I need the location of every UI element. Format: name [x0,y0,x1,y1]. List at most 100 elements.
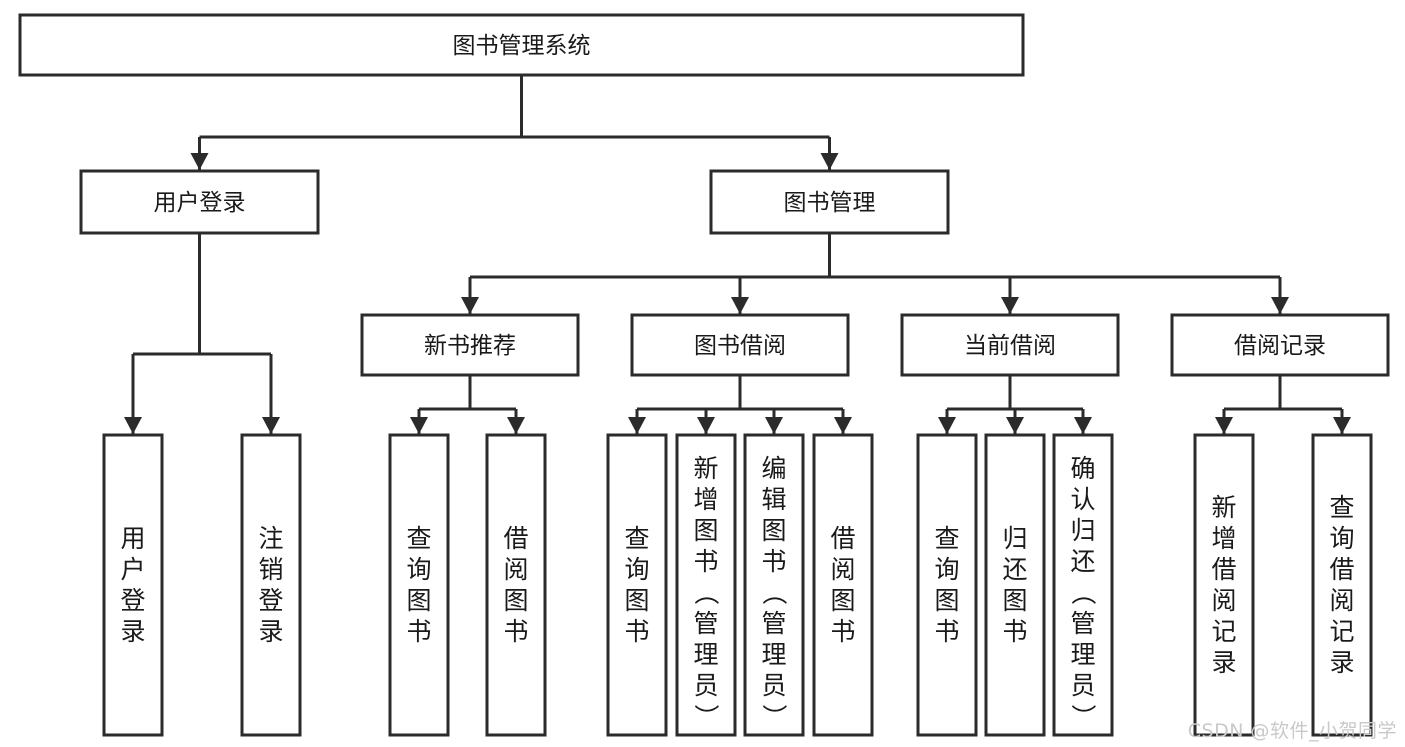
node-box-borrow-record [1170,313,1390,377]
leaf-char: 理 [1070,640,1095,669]
arrow-head-icon [461,297,479,314]
node-box-leaf-borrow-book-2 [812,433,874,737]
leaf-char: 户 [120,555,145,584]
node-box-current-borrow [900,313,1120,377]
arrow-head-icon [820,153,839,170]
node-layer: 图书管理系统用户登录图书管理新书推荐图书借阅当前借阅借阅记录用户登录注销登录查询… [18,13,1390,737]
node-book-borrow[interactable]: 图书借阅 [630,313,850,377]
arrow-head-icon [1215,417,1233,434]
leaf-char: 员 [761,671,786,700]
leaf-char: 归 [1070,516,1095,545]
leaf-char: 借 [1211,555,1236,584]
leaf-char: 阅 [1211,586,1236,615]
node-book-manage[interactable]: 图书管理 [709,169,950,235]
node-box-root [18,13,1025,77]
leaf-char: 图 [406,586,431,615]
node-box-leaf-add-book [675,433,737,737]
arrow-head-icon [938,417,956,434]
leaf-char: 书 [830,617,855,646]
node-user-login[interactable]: 用户登录 [79,169,320,235]
leaf-char: 还 [1002,555,1027,584]
leaf-char: 书 [503,617,528,646]
leaf-char: 增 [693,485,718,514]
node-box-leaf-query-book-3 [916,433,978,737]
leaf-char: 录 [1329,648,1354,677]
arrow-head-icon [628,417,646,434]
node-box-leaf-user-login [102,433,164,737]
node-box-leaf-query-record [1311,433,1373,737]
leaf-char: 录 [1211,648,1236,677]
leaf-char: 员 [693,671,718,700]
leaf-char: 图 [624,586,649,615]
leaf-char: ） [692,704,721,729]
leaf-char: 增 [1211,524,1236,553]
leaf-char: （ [760,580,789,605]
node-label-user-login: 用户登录 [154,190,246,216]
node-box-new-book-rec [360,313,580,377]
leaf-char: 查 [624,524,649,553]
arrow-head-icon [124,417,142,434]
leaf-char: （ [1069,580,1098,605]
node-box-leaf-user-logout [240,433,302,737]
node-current-borrow[interactable]: 当前借阅 [900,313,1120,377]
node-new-book-rec[interactable]: 新书推荐 [360,313,580,377]
node-root[interactable]: 图书管理系统 [18,13,1025,77]
arrow-head-icon [1271,297,1289,314]
leaf-char: 书 [624,617,649,646]
leaf-char: 书 [761,547,786,576]
arrow-head-icon [765,417,783,434]
node-box-leaf-edit-book [743,433,805,737]
leaf-char: 书 [693,547,718,576]
leaf-char: 书 [934,617,959,646]
leaf-char: 编 [761,454,786,483]
leaf-char: 新 [1211,493,1236,522]
node-borrow-record[interactable]: 借阅记录 [1170,313,1390,377]
leaf-char: 理 [761,640,786,669]
arrow-head-icon [190,153,209,170]
leaf-char: 查 [934,524,959,553]
leaf-char: 图 [830,586,855,615]
node-box-leaf-confirm-return [1052,433,1114,737]
arrow-head-icon [731,297,749,314]
leaf-char: 查 [406,524,431,553]
node-box-leaf-add-record [1193,433,1255,737]
leaf-char: 记 [1329,617,1354,646]
node-label-root: 图书管理系统 [453,33,591,59]
node-box-user-login [79,169,320,235]
arrow-head-icon [507,417,525,434]
leaf-char: 登 [120,586,145,615]
leaf-char: ） [760,704,789,729]
leaf-char: 询 [1329,524,1354,553]
leaf-char: 查 [1329,493,1354,522]
node-label-new-book-rec: 新书推荐 [424,333,516,359]
leaf-char: 借 [503,524,528,553]
leaf-char: 阅 [830,555,855,584]
leaf-char: 管 [693,609,718,638]
leaf-char: 辑 [761,485,786,514]
leaf-char: 图 [934,586,959,615]
leaf-char: 图 [693,516,718,545]
leaf-char: 用 [120,524,145,553]
leaf-char: 书 [1002,617,1027,646]
node-label-current-borrow: 当前借阅 [964,333,1056,359]
leaf-char: 销 [258,555,283,584]
leaf-char: 询 [406,555,431,584]
leaf-char: 管 [1070,609,1095,638]
node-leaf-user-login[interactable]: 用户登录 [102,433,164,737]
leaf-char: 还 [1070,547,1095,576]
arrow-head-icon [1074,417,1092,434]
arrow-head-icon [697,417,715,434]
